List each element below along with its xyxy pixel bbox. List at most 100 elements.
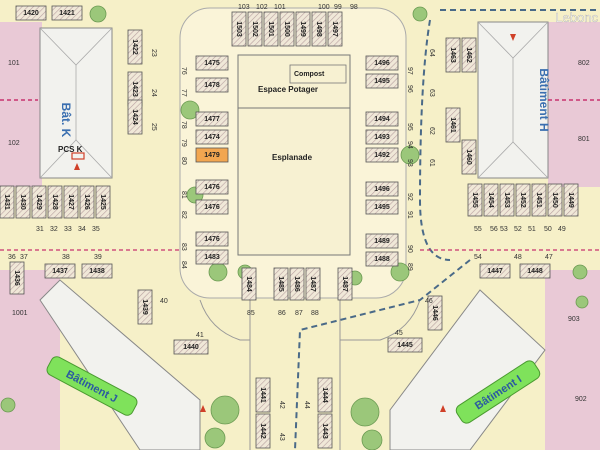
parking-slot-label: 1499 [299, 21, 306, 37]
parking-slot-1426: 1426 [79, 185, 95, 219]
parking-slot-label: 1454 [487, 192, 494, 208]
parking-slot-box [255, 413, 271, 449]
parking-slot-1452: 1452 [515, 183, 531, 217]
space-number: 83 [180, 243, 187, 251]
parking-slot-box [195, 77, 229, 93]
parking-slot-box [387, 337, 423, 353]
parking-slot-1444: 1444 [317, 377, 333, 413]
parking-slot-1450: 1450 [547, 183, 563, 217]
parking-slot-label: 1443 [321, 423, 328, 439]
space-number: 49 [558, 226, 566, 233]
space-number: 48 [514, 254, 522, 261]
parking-slot-label: 1476 [204, 184, 220, 191]
parking-slot-1487: 1487 [305, 267, 321, 301]
parking-slot-box [231, 11, 247, 47]
parking-slot-1427: 1427 [63, 185, 79, 219]
parking-slot-box [563, 183, 579, 217]
parking-slot-box [15, 185, 31, 219]
space-number: 32 [50, 226, 58, 233]
parking-slot-label: 1439 [141, 299, 148, 315]
space-number: 39 [94, 254, 102, 261]
space-number: 52 [514, 226, 522, 233]
parking-slot-box [195, 199, 229, 215]
parking-slot-label: 1424 [131, 109, 138, 125]
parking-slot-label: 1503 [235, 21, 242, 37]
parking-slot-box [547, 183, 563, 217]
parking-slot-1495: 1495 [365, 199, 399, 215]
parking-slot-label: 1438 [89, 268, 105, 275]
space-number: 79 [180, 139, 187, 147]
space-number: 96 [406, 85, 413, 93]
parking-slot-label: 1500 [283, 21, 290, 37]
parking-slot-box [273, 267, 289, 301]
parking-slot-1440: 1440 [173, 339, 209, 355]
parking-slot-label: 1462 [465, 47, 472, 63]
parking-slot-box [79, 185, 95, 219]
building-h-label: Bâtiment H [537, 68, 551, 131]
space-number: 89 [406, 263, 413, 271]
space-number: 42 [278, 401, 285, 409]
space-number: 98 [350, 4, 358, 11]
parking-slot-box [81, 263, 113, 279]
space-number: 55 [474, 226, 482, 233]
parking-slot-label: 1428 [51, 194, 58, 210]
parking-slot-box [195, 55, 229, 71]
space-number: 97 [406, 67, 413, 75]
parking-slot-box [365, 129, 399, 145]
parking-slot-1494: 1494 [365, 111, 399, 127]
space-number: 53 [500, 226, 508, 233]
parking-slot-box [195, 129, 229, 145]
parking-slot-1425: 1425 [95, 185, 111, 219]
space-number: 801 [578, 136, 590, 143]
space-number: 84 [180, 261, 187, 269]
parking-slot-box [305, 267, 321, 301]
parking-slot-label: 1431 [3, 194, 10, 210]
space-number: 24 [150, 89, 157, 97]
space-number: 40 [160, 298, 168, 305]
parking-slot-box [461, 37, 477, 73]
esplanade-field [237, 54, 351, 256]
parking-slot-box [445, 37, 461, 73]
space-number: 64 [428, 49, 435, 57]
parking-slot-1477: 1477 [195, 111, 229, 127]
parking-slot-label: 1452 [519, 192, 526, 208]
parking-slot-box [365, 55, 399, 71]
parking-slot-1453: 1453 [499, 183, 515, 217]
parking-slot-1497: 1497 [327, 11, 343, 47]
parking-slot-1422: 1422 [127, 29, 143, 65]
parking-slot-box [499, 183, 515, 217]
parking-slot-box [195, 111, 229, 127]
parking-slot-1499: 1499 [295, 11, 311, 47]
parking-slot-label: 1495 [374, 204, 390, 211]
parking-slot-box [365, 181, 399, 197]
parking-slot-label: 1485 [277, 276, 284, 292]
parking-slot-label: 1421 [59, 10, 75, 17]
parking-slot-1503: 1503 [231, 11, 247, 47]
space-number: 41 [196, 332, 204, 339]
boundary-line-south [294, 259, 471, 450]
parking-slot-1476: 1476 [195, 231, 229, 247]
parking-slot-box [47, 185, 63, 219]
space-number: 101 [8, 60, 20, 67]
parking-slot-1483: 1483 [195, 249, 229, 265]
pcs-k-label: PCS K [58, 145, 83, 154]
parking-slot-1496: 1496 [365, 181, 399, 197]
parking-slot-1455: 1455 [467, 183, 483, 217]
parking-slot-1485: 1485 [273, 267, 289, 301]
parking-slot-box [365, 233, 399, 249]
parking-slot-box [279, 11, 295, 47]
parking-slot-box [365, 73, 399, 89]
parking-slot-1448: 1448 [519, 263, 551, 279]
parking-slot-box [317, 377, 333, 413]
parking-slot-1500: 1500 [279, 11, 295, 47]
parking-slot-box [247, 11, 263, 47]
potager-label: Espace Potager [258, 85, 318, 94]
parking-slot-label: 1495 [374, 78, 390, 85]
parking-slot-label: 1437 [52, 268, 68, 275]
compost-label: Compost [294, 71, 325, 78]
parking-slot-1461: 1461 [445, 107, 461, 143]
space-number: 93 [406, 159, 413, 167]
parking-slot-label: 1502 [251, 21, 258, 37]
